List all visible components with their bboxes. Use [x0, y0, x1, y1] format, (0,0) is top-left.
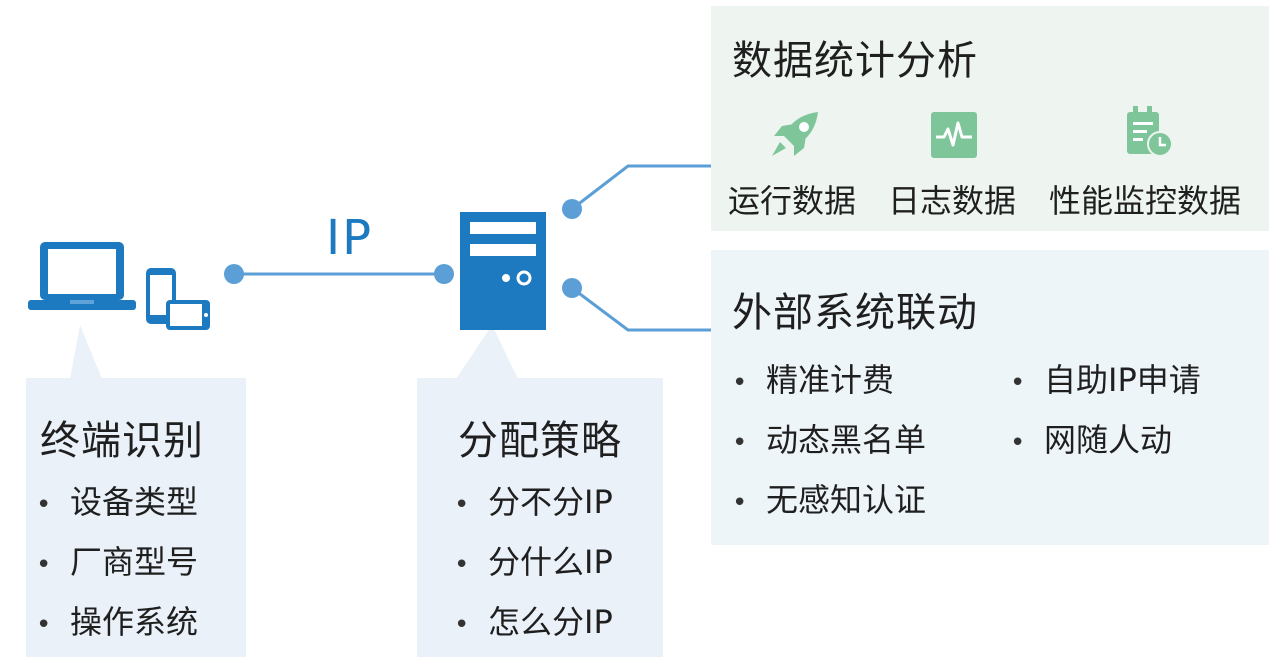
server-icon — [460, 212, 546, 330]
pulse-monitor-icon — [931, 112, 977, 158]
terminal-panel-title: 终端识别 — [40, 418, 204, 464]
terminal-list: • 设备类型 • 厂商型号 • 操作系统 — [36, 472, 198, 652]
external-right-list: • 自助IP申请 • 网随人动 — [1010, 350, 1201, 470]
schedule-clock-icon — [1127, 106, 1173, 157]
bullet-dot: • — [454, 610, 470, 640]
bullet-dot: • — [36, 550, 52, 580]
mobile-devices-icon — [146, 268, 210, 330]
list-item: • 设备类型 — [36, 472, 198, 532]
stats-panel-title: 数据统计分析 — [732, 38, 978, 84]
bullet-dot: • — [454, 550, 470, 580]
laptop-icon — [28, 242, 136, 310]
allocation-list: • 分不分IP • 分什么IP • 怎么分IP — [454, 472, 613, 652]
external-panel-title: 外部系统联动 — [732, 290, 978, 336]
stat-label-performance-data: 性能监控数据 — [1049, 182, 1242, 220]
external-left-list: • 精准计费 • 动态黑名单 • 无感知认证 — [732, 350, 926, 530]
list-item: • 分什么IP — [454, 532, 613, 592]
list-item: • 无感知认证 — [732, 470, 926, 530]
list-item-label: 网随人动 — [1044, 421, 1173, 459]
list-item: • 网随人动 — [1010, 410, 1201, 470]
list-item-label: 厂商型号 — [70, 543, 199, 581]
terminal-identification-panel — [26, 378, 246, 657]
list-item: • 厂商型号 — [36, 532, 198, 592]
stat-label-log-data: 日志数据 — [888, 182, 1017, 220]
external-systems-panel — [711, 250, 1269, 545]
allocation-strategy-panel — [417, 378, 663, 657]
stat-label-runtime-data: 运行数据 — [728, 182, 857, 220]
list-item-label: 怎么分IP — [488, 603, 613, 641]
list-item: • 操作系统 — [36, 592, 198, 652]
stats-connector-line — [571, 164, 711, 211]
stats-connector-dot — [562, 199, 582, 219]
ip-line-end-dot — [434, 264, 454, 284]
ip-line-start-dot — [224, 264, 244, 284]
allocation-callout-pointer — [456, 325, 518, 379]
list-item: • 动态黑名单 — [732, 410, 926, 470]
terminal-callout-pointer — [70, 325, 102, 379]
bullet-dot: • — [36, 490, 52, 520]
list-item-label: 自助IP申请 — [1044, 361, 1201, 399]
allocation-panel-title: 分配策略 — [458, 418, 622, 464]
bullet-dot: • — [36, 610, 52, 640]
bullet-dot: • — [732, 488, 748, 518]
list-item-label: 分什么IP — [488, 543, 613, 581]
external-connector-dot — [562, 278, 582, 298]
bullet-dot: • — [732, 368, 748, 398]
bullet-dot: • — [1010, 428, 1026, 458]
list-item-label: 设备类型 — [70, 483, 199, 521]
bullet-dot: • — [454, 490, 470, 520]
bullet-dot: • — [732, 428, 748, 458]
list-item: • 分不分IP — [454, 472, 613, 532]
list-item: • 精准计费 — [732, 350, 926, 410]
rocket-icon — [772, 112, 818, 156]
list-item: • 怎么分IP — [454, 592, 613, 652]
list-item-label: 操作系统 — [70, 603, 199, 641]
list-item: • 自助IP申请 — [1010, 350, 1201, 410]
bullet-dot: • — [1010, 368, 1026, 398]
ip-connection-label: IP — [326, 210, 374, 266]
external-connector-line — [571, 286, 711, 332]
list-item-label: 精准计费 — [766, 361, 895, 399]
list-item-label: 分不分IP — [488, 483, 613, 521]
list-item-label: 无感知认证 — [766, 481, 927, 519]
list-item-label: 动态黑名单 — [766, 421, 927, 459]
